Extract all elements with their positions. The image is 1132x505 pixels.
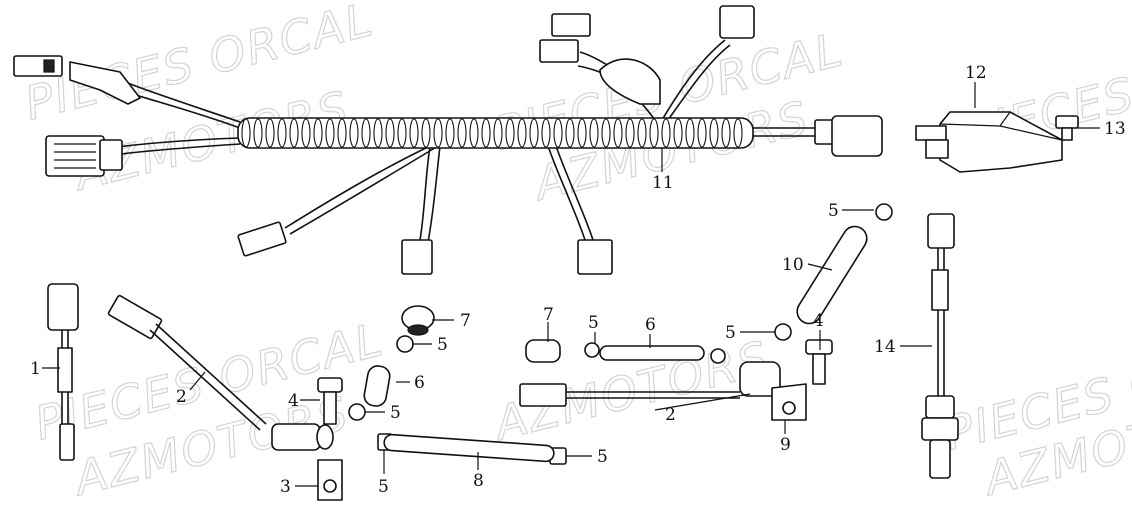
speed-sensor[interactable] — [47, 283, 79, 461]
spiral-wrap-rib — [385, 118, 395, 148]
spiral-wrap-rib — [529, 118, 539, 148]
spiral-wrap-rib — [697, 118, 707, 148]
spiral-wrap-rib — [673, 118, 683, 148]
spiral-wrap-rib — [277, 118, 287, 148]
spiral-wrap-rib — [661, 118, 671, 148]
bolt-4-right[interactable] — [805, 339, 833, 385]
hose-clamp[interactable] — [348, 403, 366, 421]
spiral-wrap-rib — [649, 118, 659, 148]
callout-labels: 1 2 2 3 4 4 5 5 5 5 5 5 5 6 6 7 7 8 9 10… — [30, 63, 1126, 497]
spiral-wrap-rib — [373, 118, 383, 148]
spiral-wrap-rib — [241, 118, 251, 148]
hose-10[interactable] — [793, 222, 872, 328]
spiral-wrap-rib — [301, 118, 311, 148]
callout-14: 14 — [874, 337, 896, 357]
hose-6-right[interactable] — [599, 345, 705, 361]
spiral-wrap-rib — [409, 118, 419, 148]
spiral-wrap-rib — [613, 118, 623, 148]
callout-2: 2 — [176, 387, 187, 407]
spiral-wrap-rib — [577, 118, 587, 148]
spiral-wrap-rib — [325, 118, 335, 148]
spiral-wrap-rib — [349, 118, 359, 148]
callout-5: 5 — [828, 201, 839, 221]
spiral-wrap-rib — [637, 118, 647, 148]
hose-clamp[interactable] — [774, 323, 792, 341]
spiral-wrap-rib — [625, 118, 635, 148]
main-wiring-harness[interactable] — [13, 5, 883, 275]
bracket-3[interactable] — [317, 459, 343, 501]
callout-12: 12 — [965, 63, 987, 83]
callout-5: 5 — [437, 335, 448, 355]
bolt-13[interactable] — [1055, 115, 1079, 141]
callout-7: 7 — [460, 311, 471, 331]
spiral-wrap-rib — [685, 118, 695, 148]
spiral-wrap-rib — [709, 118, 719, 148]
callout-1: 1 — [30, 359, 41, 379]
spiral-wrap-rib — [361, 118, 371, 148]
callout-5: 5 — [390, 403, 401, 423]
callout-9: 9 — [780, 435, 791, 455]
spiral-wrap-rib — [313, 118, 323, 148]
callout-5: 5 — [597, 447, 608, 467]
spiral-wrap-rib — [493, 118, 503, 148]
callout-3: 3 — [280, 477, 291, 497]
sensor-cable-left[interactable] — [107, 294, 334, 451]
spiral-wrap-rib — [433, 118, 443, 148]
leader-lines — [42, 82, 1100, 487]
spiral-wrap-rib — [601, 118, 611, 148]
cap-7-left[interactable] — [401, 305, 435, 336]
hose-clamp[interactable] — [875, 203, 893, 221]
hose-6-left[interactable] — [363, 364, 392, 407]
spiral-wrap-rib — [505, 118, 515, 148]
spiral-wrap-rib — [553, 118, 563, 148]
spiral-wrap-rib — [541, 118, 551, 148]
callout-5: 5 — [378, 477, 389, 497]
callout-4: 4 — [288, 391, 299, 411]
hose-clamp[interactable] — [584, 342, 600, 358]
spiral-wrap-rib — [397, 118, 407, 148]
callout-8: 8 — [473, 471, 484, 491]
sensor-cable-right[interactable] — [519, 361, 781, 407]
callout-10: 10 — [782, 255, 804, 275]
spiral-wrap-rib — [253, 118, 263, 148]
callout-7: 7 — [543, 305, 554, 325]
oxygen-sensor[interactable] — [921, 213, 959, 479]
cap-7-right[interactable] — [525, 339, 561, 363]
callout-6: 6 — [414, 373, 425, 393]
spiral-wrap-rib — [421, 118, 431, 148]
spiral-wrap-rib — [721, 118, 731, 148]
callout-6: 6 — [645, 315, 656, 335]
callout-5: 5 — [588, 313, 599, 333]
spiral-wrap-rib — [733, 118, 743, 148]
electronic-control-box[interactable] — [915, 111, 1063, 173]
spiral-wrap-rib — [517, 118, 527, 148]
spiral-wrap-rib — [481, 118, 491, 148]
bracket-9[interactable] — [771, 383, 807, 421]
hose-clamp[interactable] — [396, 335, 414, 353]
spiral-wrap-rib — [445, 118, 455, 148]
spiral-wrap-rib — [337, 118, 347, 148]
callout-11: 11 — [652, 173, 674, 193]
callout-5: 5 — [725, 323, 736, 343]
spiral-wrap-rib — [457, 118, 467, 148]
hose-8[interactable] — [383, 433, 555, 463]
callout-4: 4 — [813, 311, 824, 331]
spiral-wrap-rib — [565, 118, 575, 148]
bolt-4-left[interactable] — [317, 377, 343, 425]
spiral-wrap-rib — [265, 118, 275, 148]
callout-2: 2 — [665, 405, 676, 425]
spiral-wrap-rib — [589, 118, 599, 148]
callout-13: 13 — [1104, 119, 1126, 139]
spiral-wrap-rib — [469, 118, 479, 148]
spiral-wrap-rib — [289, 118, 299, 148]
hose-clamp[interactable] — [710, 348, 726, 364]
